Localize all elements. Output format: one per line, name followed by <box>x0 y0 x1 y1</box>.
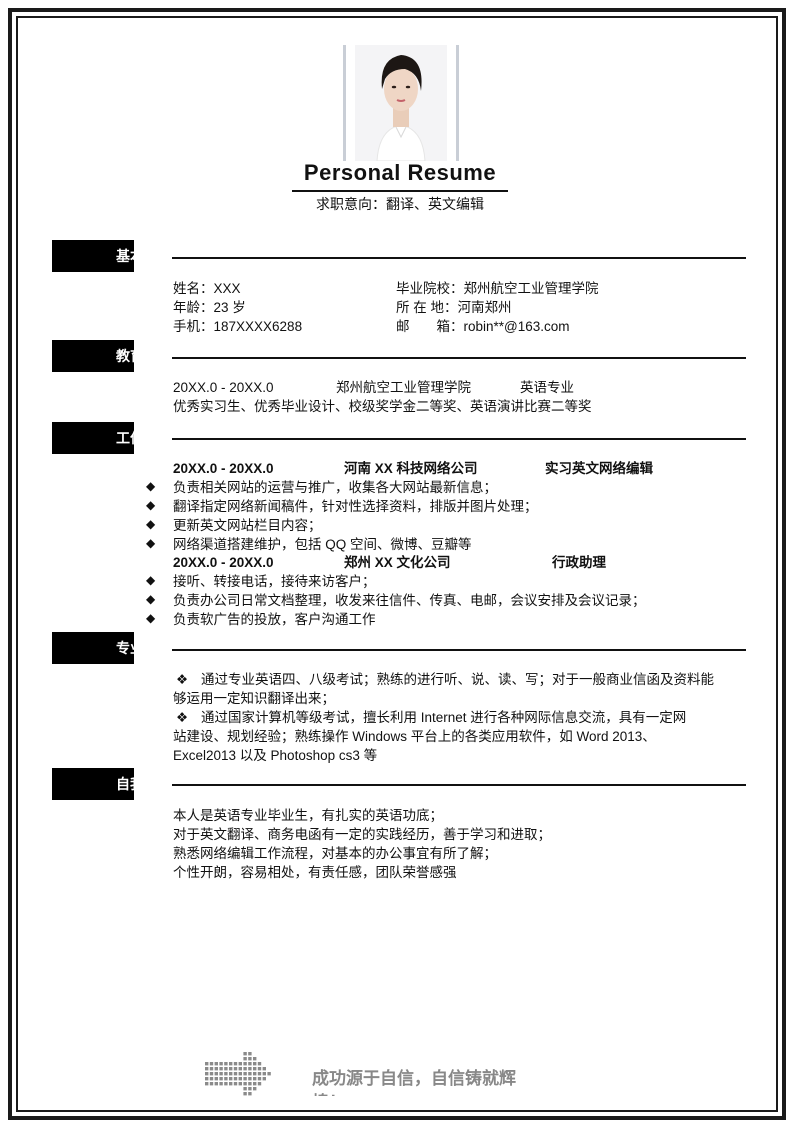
job1-duty: 负责相关网站的运营与推广，收集各大网站最新信息； <box>173 480 497 495</box>
job1-duty: 网络渠道搭建维护，包括 QQ 空间、微博、豆瓣等 <box>173 537 472 552</box>
edu-honors: 优秀实习生、优秀毕业设计、校级奖学金二等奖、英语演讲比赛二等奖 <box>173 399 592 414</box>
section-header-work: 工作 <box>52 422 134 454</box>
section-header-skills: 专业 <box>52 632 134 664</box>
info-email: 邮 箱：robin**@163.com <box>396 319 570 334</box>
photo-frame-right <box>456 45 459 161</box>
section-rule-skills <box>172 649 746 651</box>
section-header-self: 自我 <box>52 768 134 800</box>
section-label-basic: 基本 <box>116 248 134 264</box>
section-rule-education <box>172 357 746 359</box>
skill2-line: 站建设、规划经验；熟练操作 Windows 平台上的各类应用软件，如 Word … <box>173 729 656 744</box>
self-line: 对于英文翻译、商务电函有一定的实践经历，善于学习和进取； <box>173 827 551 842</box>
bullet-icon: ◆ <box>146 611 156 625</box>
bullet-icon: ◆ <box>146 498 156 512</box>
info-name: 姓名：XXX <box>173 281 241 296</box>
bullet-icon: ◆ <box>146 573 156 587</box>
skill1-line: 通过专业英语四、八级考试；熟练的进行听、说、读、写；对于一般商业信函及资料能 <box>201 672 714 687</box>
job1-duty: 翻译指定网络新闻稿件，针对性选择资料，排版并图片处理； <box>173 499 538 514</box>
section-rule-basic <box>172 257 746 259</box>
info-location: 所 在 地：河南郑州 <box>396 300 512 315</box>
info-age: 年龄：23 岁 <box>173 300 246 315</box>
job2-duty: 接听、转接电话，接待来访客户； <box>173 574 376 589</box>
job1-title: 实习英文网络编辑 <box>545 461 653 476</box>
section-label-work: 工作 <box>116 430 134 446</box>
section-header-education: 教育 <box>52 340 134 372</box>
edu-major: 英语专业 <box>520 380 574 395</box>
skill2-line: 通过国家计算机等级考试，擅长利用 Internet 进行各种网际信息交流，具有一… <box>201 710 687 725</box>
resume-title: Personal Resume <box>303 160 497 185</box>
skill-bullet-icon: ❖ <box>176 710 189 725</box>
section-rule-self <box>172 784 746 786</box>
portrait-image <box>355 45 447 161</box>
job2-duty: 负责办公司日常文档整理，收发来往信件、传真、电邮，会议安排及会议记录； <box>173 593 646 608</box>
footer-motto-cont: 煌！ <box>312 1088 346 1096</box>
outer-border <box>8 8 786 1120</box>
section-rule-work <box>172 438 746 440</box>
job2-title: 行政助理 <box>552 555 606 570</box>
bullet-icon: ◆ <box>146 536 156 550</box>
section-header-basic: 基本 <box>52 240 134 272</box>
info-phone: 手机：187XXXX6288 <box>173 319 303 334</box>
skill2-line: Excel2013 以及 Photoshop cs3 等 <box>173 748 378 763</box>
dotted-arrow-icon <box>205 1052 271 1096</box>
info-school: 毕业院校：郑州航空工业管理学院 <box>396 281 599 296</box>
photo-frame-left <box>343 45 346 161</box>
job1-period: 20XX.0 - 20XX.0 <box>173 461 274 476</box>
self-line: 本人是英语专业毕业生，有扎实的英语功底； <box>173 808 443 823</box>
section-label-education: 教育 <box>116 348 134 364</box>
job1-duty: 更新英文网站栏目内容； <box>173 518 322 533</box>
skill-bullet-icon: ❖ <box>176 672 189 687</box>
job2-period: 20XX.0 - 20XX.0 <box>173 555 274 570</box>
title-underline <box>292 190 508 192</box>
section-label-skills: 专业 <box>116 640 134 656</box>
bullet-icon: ◆ <box>146 479 156 493</box>
edu-period: 20XX.0 - 20XX.0 <box>173 380 274 395</box>
self-line: 熟悉网络编辑工作流程，对基本的办公事宜有所了解； <box>173 846 497 861</box>
job2-company: 郑州 XX 文化公司 <box>344 555 451 570</box>
self-line: 个性开朗，容易相处，有责任感，团队荣誉感强 <box>173 865 457 880</box>
footer-motto: 成功源于自信，自信铸就辉 <box>312 1069 516 1088</box>
job2-duty: 负责软广告的投放，客户沟通工作 <box>173 612 376 627</box>
skill1-line: 够运用一定知识翻译出来； <box>173 691 335 706</box>
edu-school: 郑州航空工业管理学院 <box>336 380 471 395</box>
bullet-icon: ◆ <box>146 592 156 606</box>
bullet-icon: ◆ <box>146 517 156 531</box>
inner-border <box>16 16 778 1112</box>
profile-photo <box>343 45 459 161</box>
job-objective: 求职意向：翻译、英文编辑 <box>316 196 484 212</box>
section-label-self: 自我 <box>116 776 134 792</box>
job1-company: 河南 XX 科技网络公司 <box>344 461 478 476</box>
